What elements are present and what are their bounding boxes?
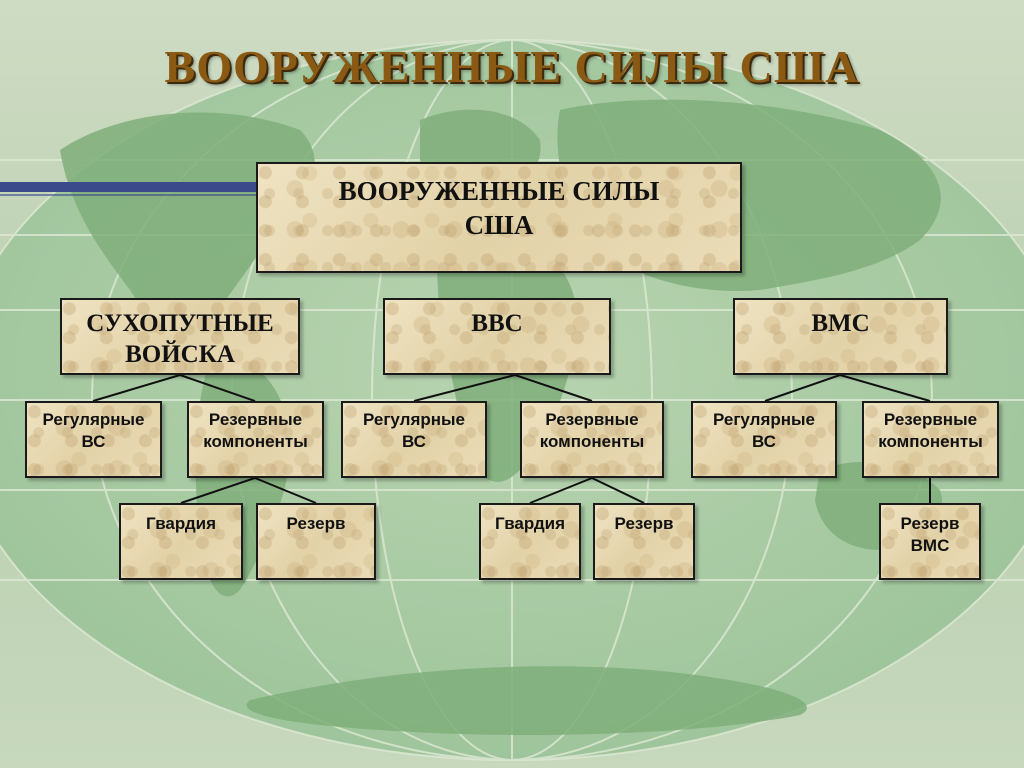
leaf-label-line1: Гвардия	[494, 514, 566, 533]
leaf-box-air-guard: Гвардия	[479, 503, 581, 580]
sub-box-navy-regular: Регулярные ВС	[691, 401, 837, 478]
branch-label-line1: ВМС	[811, 310, 870, 337]
sub-box-air-regular: Регулярные ВС	[341, 401, 487, 478]
branch-box-air-force: ВВС	[383, 298, 611, 375]
leaf-label-line1: Гвардия	[145, 514, 217, 533]
leaf-box-army-reserve: Резерв	[256, 503, 376, 580]
leaf-box-army-guard: Гвардия	[119, 503, 243, 580]
leaf-label-line2: ВМС	[910, 536, 950, 555]
sub-label-line1: Регулярные	[362, 410, 466, 429]
leaf-box-navy-reserve: Резерв ВМС	[879, 503, 981, 580]
branch-label-line1: СУХОПУТНЫЕ	[86, 310, 274, 337]
sub-label-line1: Регулярные	[712, 410, 816, 429]
sub-label-line2: компоненты	[878, 432, 983, 451]
branch-label-line2: ВОЙСКА	[125, 341, 235, 368]
branch-label-line1: ВВС	[471, 310, 523, 337]
sub-label-line2: ВС	[402, 432, 426, 451]
root-label-line1: ВООРУЖЕННЫЕ СИЛЫ	[338, 176, 660, 206]
sub-label-line1: Резервные	[208, 410, 303, 429]
leaf-box-air-reserve: Резерв	[593, 503, 695, 580]
slide-title: ВООРУЖЕННЫЕ СИЛЫ США	[164, 41, 860, 92]
sub-box-army-reserve: Резервные компоненты	[187, 401, 324, 478]
sub-box-army-regular: Регулярные ВС	[25, 401, 162, 478]
sub-label-line2: компоненты	[203, 432, 308, 451]
root-box-us-armed-forces: ВООРУЖЕННЫЕ СИЛЫ США	[256, 162, 742, 273]
leaf-label-line1: Резерв	[286, 514, 346, 533]
root-label-line2: США	[464, 210, 534, 240]
leaf-label-line1: Резерв	[900, 514, 960, 533]
sub-label-line2: ВС	[752, 432, 776, 451]
sub-label-line1: Резервные	[545, 410, 639, 429]
sub-box-navy-reserve: Резервные компоненты	[862, 401, 999, 478]
sub-label-line1: Резервные	[883, 410, 978, 429]
branch-box-ground-forces: СУХОПУТНЫЕ ВОЙСКА	[60, 298, 300, 375]
branch-box-navy: ВМС	[733, 298, 948, 375]
sub-label-line1: Регулярные	[42, 410, 145, 429]
sub-label-line2: ВС	[81, 432, 106, 451]
sub-box-air-reserve: Резервные компоненты	[520, 401, 664, 478]
sub-label-line2: компоненты	[539, 432, 645, 451]
leaf-label-line1: Резерв	[614, 514, 674, 533]
